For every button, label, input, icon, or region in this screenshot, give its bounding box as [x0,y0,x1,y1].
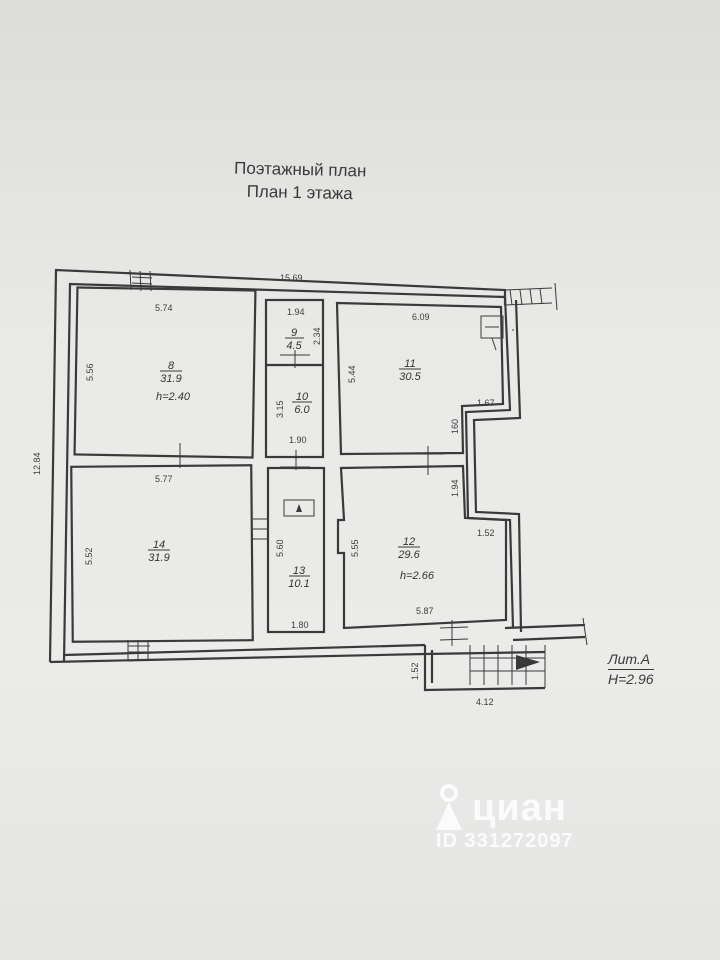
room-labels: 8 31.9 h=2.40 9 4.5 10 6.0 11 30.5 12 29… [148,327,435,590]
room-8-number: 8 [168,360,175,372]
watermark-logo: циан [432,784,574,832]
dim-step-b: 160 [450,419,460,434]
porch-stairs [469,645,546,688]
dim-r13-height: 5.60 [275,539,285,557]
room-9-number: 9 [291,327,297,339]
room-8-area: 31.9 [160,373,181,385]
dim-r9-width: 1.94 [287,307,305,317]
dim-r10-width: 1.90 [289,435,307,445]
watermark-id: ID 331272097 [436,830,574,852]
building-legend: Лит.А H=2.96 [608,650,654,688]
dim-r13-width: 1.80 [291,620,309,630]
dim-overall-length: 15.69 [280,273,303,283]
window-marks [127,269,504,660]
dim-r10-height: 3.15 [275,400,285,418]
room-12-area: 29.6 [397,549,420,561]
dim-r14-width: 5.77 [155,474,173,484]
dim-overall-width: 12.84 [32,452,42,475]
dim-r8-height: 5.56 [85,363,95,381]
dim-step-c: 1.94 [450,479,460,497]
room-8-outline [73,286,257,459]
room-12-outline [336,464,508,630]
room-13-area: 10.1 [288,578,309,590]
dim-porch-height: 1.52 [410,662,420,680]
dim-r14-height: 5.52 [84,547,94,565]
cian-watermark: циан ID 331272097 [432,784,574,853]
dim-r12-height: 5.55 [350,539,360,557]
room-14-number: 14 [153,539,165,551]
dim-r9-height: 2.34 [312,327,322,345]
room-11-outline [335,301,505,456]
dimension-labels: 15.69 12.84 5.74 5.56 5.77 5.52 1.94 2.3… [32,273,495,707]
room-10-number: 10 [296,391,309,403]
room-11-area: 30.5 [399,371,421,383]
dim-porch-width: 4.12 [476,697,494,707]
right-exterior-wall [464,282,558,633]
room-12-ceiling: h=2.66 [400,570,435,582]
room-12-number: 12 [403,536,415,548]
dim-r8-width: 5.74 [155,303,173,313]
room-14-outline [70,464,254,643]
room-13-number: 13 [293,565,306,577]
legend-lit: Лит.А [608,650,654,670]
room-9-area: 4.5 [286,340,302,352]
dim-r11-width: 6.09 [412,312,430,322]
room-10-area: 6.0 [294,404,310,416]
dim-step-d: 1.52 [477,528,495,538]
room-11-number: 11 [404,358,415,370]
room-8-ceiling: h=2.40 [156,391,191,403]
room-9-10-outline [264,298,325,459]
legend-height: H=2.96 [608,671,654,687]
dim-r11-height: 5.44 [347,365,357,383]
dim-r12-width: 5.87 [416,606,434,616]
room-14-area: 31.9 [148,552,169,564]
dim-step-a: 1.67 [477,398,495,408]
cian-pin-icon [436,784,462,830]
watermark-brand: циан [472,786,567,829]
